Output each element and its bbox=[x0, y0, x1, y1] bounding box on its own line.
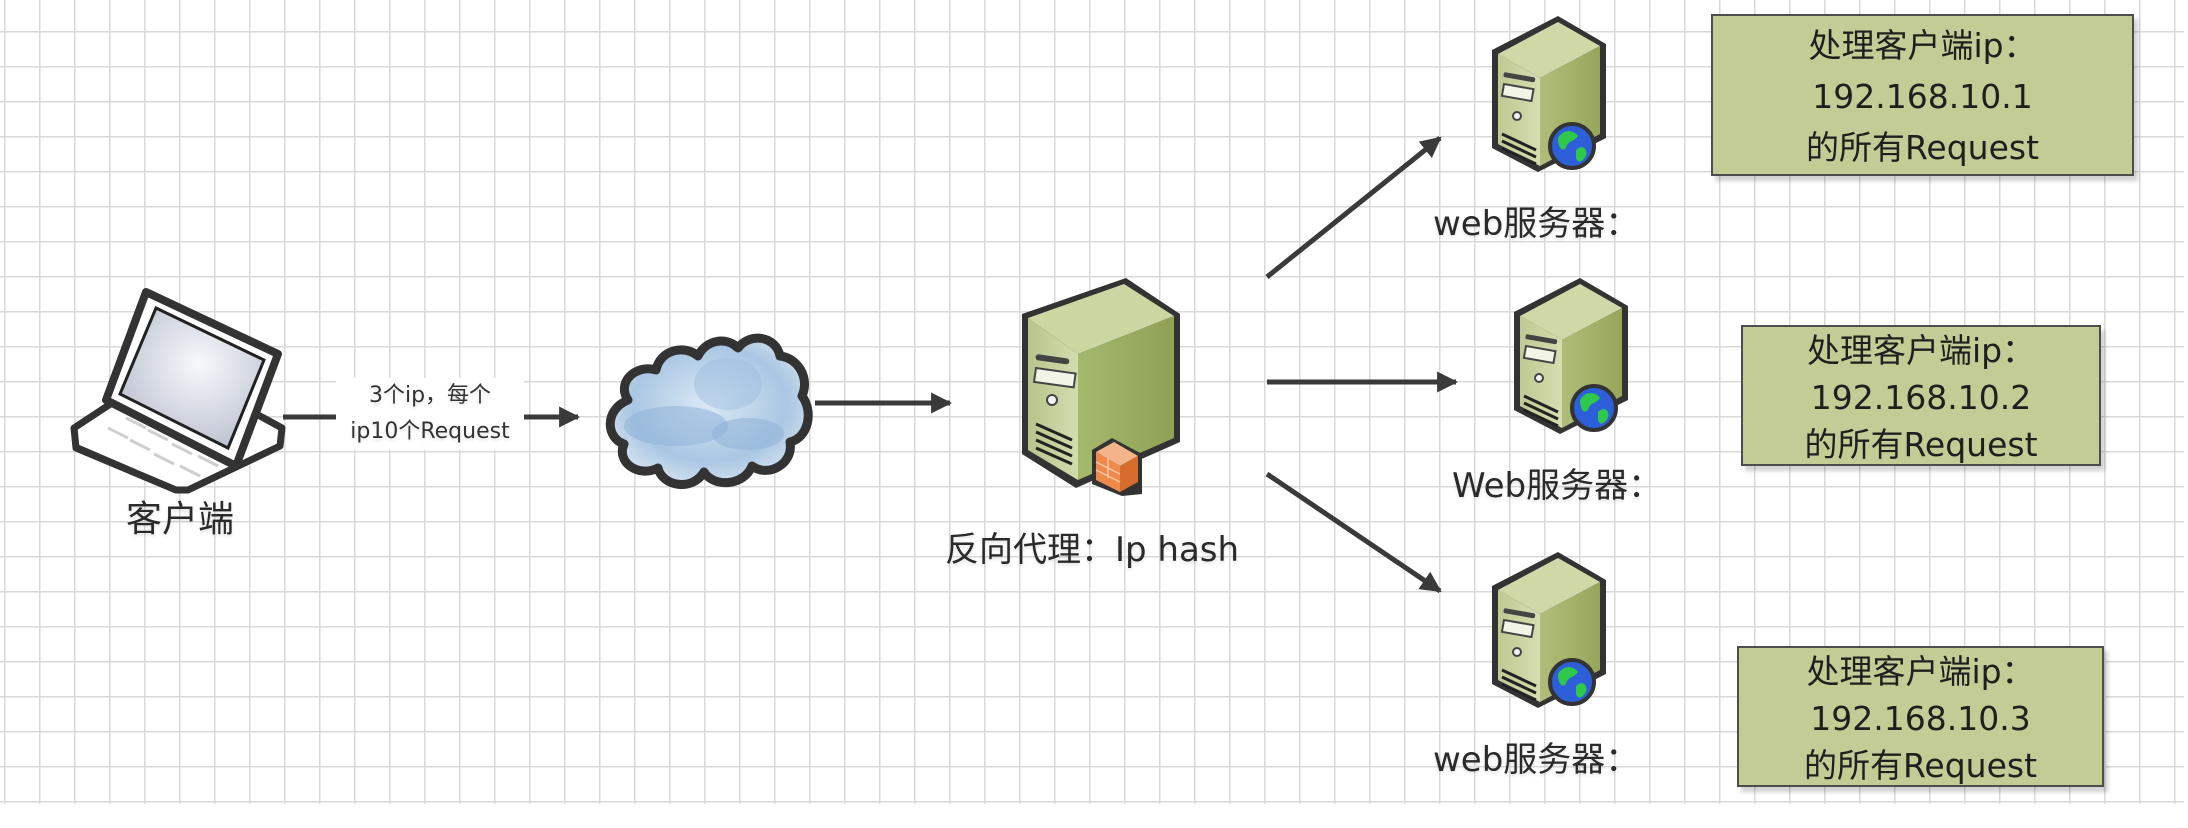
edge-label-line-1: 3个ip，每个 bbox=[368, 383, 492, 408]
web-server-label-1: web服务器： bbox=[1433, 204, 1640, 244]
laptop-icon[interactable] bbox=[68, 278, 292, 494]
client-label: 客户端 bbox=[125, 499, 234, 540]
proxy-label: 反向代理：Ip hash bbox=[945, 530, 1240, 570]
edge-label-line-2: ip10个Request bbox=[350, 419, 510, 444]
web-server-icon[interactable] bbox=[1488, 12, 1612, 176]
note-line: 处理客户端ip： bbox=[1808, 26, 2037, 65]
note-line: 处理客户端ip： bbox=[1806, 652, 2035, 691]
web-server-label-2: Web服务器： bbox=[1452, 466, 1663, 506]
web-server-icon[interactable] bbox=[1488, 548, 1612, 712]
note-box-ip-2[interactable]: 处理客户端ip： 192.168.10.2 的所有Request bbox=[1741, 325, 2101, 466]
edge-proxy-to-server-1 bbox=[1265, 136, 1442, 279]
proxy-server-icon[interactable] bbox=[1016, 274, 1192, 496]
note-box-ip-3[interactable]: 处理客户端ip： 192.168.10.3 的所有Request bbox=[1737, 646, 2104, 787]
firewall-icon bbox=[1092, 438, 1142, 496]
note-box-ip-1[interactable]: 处理客户端ip： 192.168.10.1 的所有Request bbox=[1711, 14, 2134, 176]
edge-proxy-to-server-3 bbox=[1265, 471, 1442, 594]
note-line: 的所有Request bbox=[1805, 128, 2040, 167]
note-line: 192.168.10.1 bbox=[1812, 77, 2033, 116]
note-line: 192.168.10.3 bbox=[1810, 699, 2031, 738]
edge-label-request-count: 3个ip，每个 ip10个Request bbox=[336, 378, 524, 450]
note-line: 的所有Request bbox=[1803, 746, 2038, 785]
note-line: 的所有Request bbox=[1804, 425, 2038, 464]
note-line: 处理客户端ip： bbox=[1806, 331, 2036, 370]
cloud-icon[interactable] bbox=[598, 322, 820, 496]
web-server-label-3: web服务器： bbox=[1433, 740, 1640, 780]
web-server-icon[interactable] bbox=[1510, 274, 1634, 438]
note-line: 192.168.10.2 bbox=[1810, 378, 2032, 417]
